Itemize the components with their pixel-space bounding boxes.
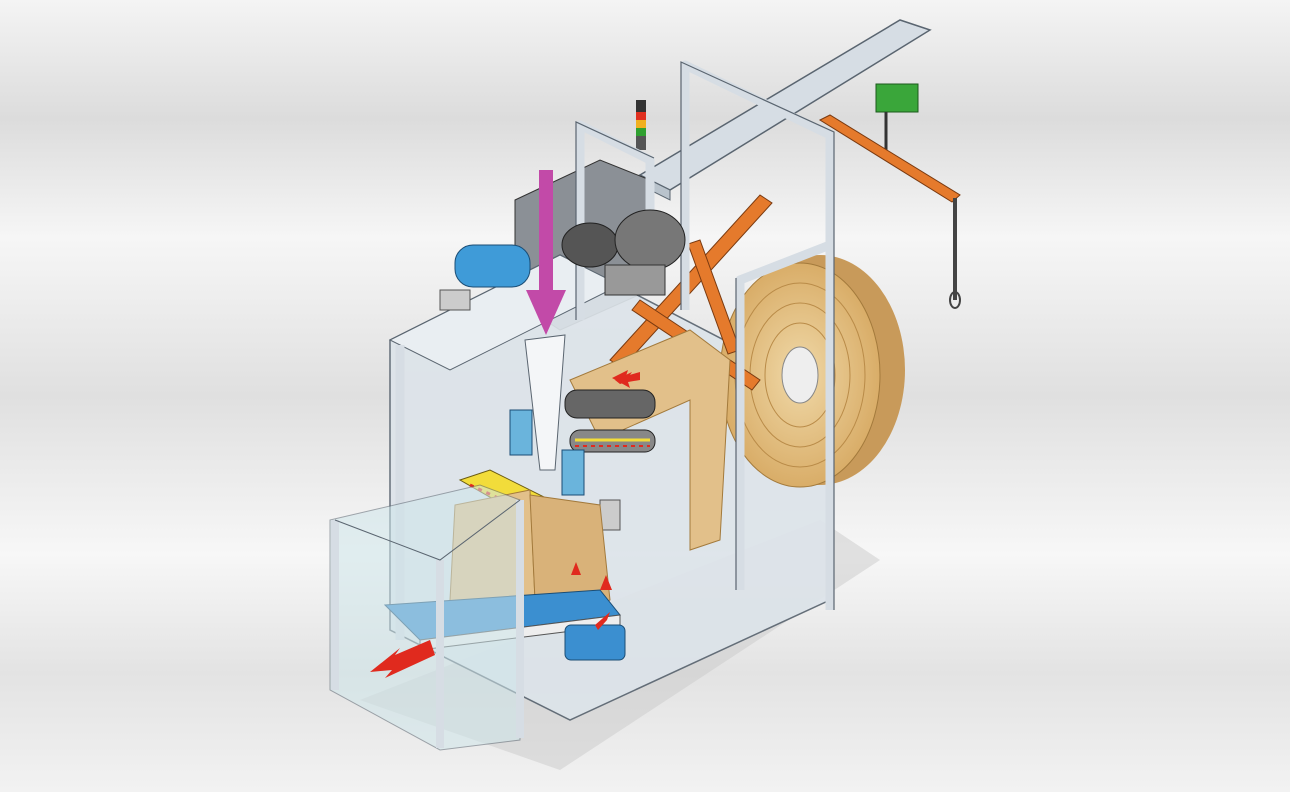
flow-arrows [370,370,640,678]
blower-motor [561,209,686,296]
feed-rollers [564,389,656,453]
discharge-guard [329,484,524,751]
air-tank [439,244,531,311]
hoist [818,83,961,309]
paper-feed-arrow [612,370,640,388]
signal-tower [636,100,646,150]
paper-roll [719,255,905,488]
bag-lift-arrow [600,575,612,590]
infeed-funnel [524,334,566,471]
product-infeed-arrow [526,170,566,335]
bag-up-arrow [571,562,581,575]
bag-transfer-arrow [595,612,610,630]
discharge-arrow [370,640,435,678]
conveyor-motor [564,624,626,661]
